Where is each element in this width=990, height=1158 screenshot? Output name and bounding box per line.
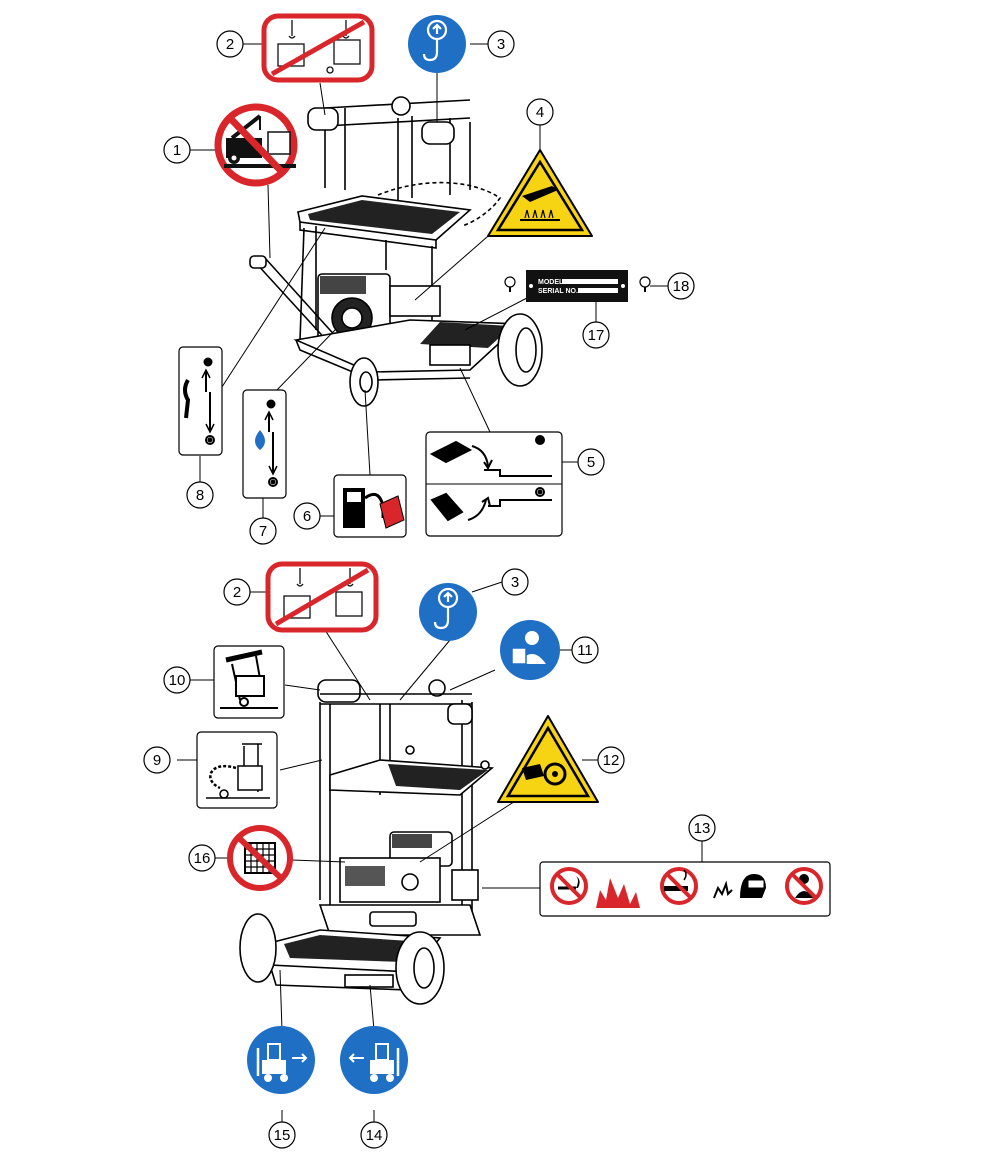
callout-8: 8 <box>196 487 204 504</box>
callout-2-bottom: 2 <box>233 584 241 601</box>
callout-9: 9 <box>153 752 161 769</box>
callout-18: 18 <box>673 278 690 295</box>
callout-15: 15 <box>274 1127 291 1144</box>
hot-surface-warning-icon <box>520 186 560 221</box>
callout-4: 4 <box>536 104 544 121</box>
tip-over-icon <box>220 649 278 709</box>
cart-bottom-view <box>239 679 495 1005</box>
callout-1: 1 <box>173 142 181 159</box>
decal-serial-nameplate: MODEL SERIAL NO. <box>504 270 651 302</box>
decal-no-tow <box>214 103 298 187</box>
fire-safety-strip-icon <box>550 867 823 908</box>
forklift-right-icon <box>256 1043 308 1082</box>
callout-14: 14 <box>366 1127 383 1144</box>
decal-tip-over <box>213 645 285 719</box>
model-label: MODEL <box>538 279 564 286</box>
callout-17: 17 <box>588 327 605 344</box>
decal-lift-point-bottom <box>419 583 477 641</box>
decal-no-step-grate <box>227 825 293 891</box>
decal-entanglement <box>497 715 599 803</box>
callout-2-top: 2 <box>226 36 234 53</box>
callout-numbers: 1 2 3 4 5 6 7 8 17 18 2 3 9 10 11 12 13 … <box>153 36 711 1144</box>
decal-fuel-valve <box>242 389 287 499</box>
decal-choke <box>178 346 223 456</box>
valve-lever-positions-icon <box>429 435 552 522</box>
callout-7: 7 <box>259 523 267 540</box>
decal-forklift-left <box>340 1026 408 1094</box>
callout-13: 13 <box>694 820 711 837</box>
leader-lines <box>177 43 703 1122</box>
decal-fuel <box>333 474 407 538</box>
callout-11: 11 <box>577 642 593 659</box>
callout-10: 10 <box>169 672 186 689</box>
callout-12: 12 <box>603 752 620 769</box>
fuel-valve-icon <box>255 399 278 487</box>
callout-3-top: 3 <box>497 36 505 53</box>
forklift-left-icon <box>348 1043 400 1082</box>
read-manual-icon <box>511 631 546 665</box>
decal-safety-strip <box>539 861 831 917</box>
serial-label: SERIAL NO. <box>538 288 578 295</box>
choke-icon <box>183 357 215 445</box>
decal-no-lift-bottom <box>265 561 379 633</box>
callouts <box>143 30 716 1149</box>
decal-chain-secure <box>196 731 278 809</box>
no-crane-lift-icon <box>283 568 363 619</box>
cart-top-view <box>249 96 543 407</box>
entanglement-warning-icon <box>522 762 567 786</box>
decal-read-manual <box>500 620 560 680</box>
decal-forklift-right <box>247 1026 315 1094</box>
callout-6: 6 <box>303 508 311 525</box>
decal-lift-point-top <box>408 15 466 73</box>
decal-no-lift-top <box>261 13 375 83</box>
no-tow-truck-icon <box>224 114 296 168</box>
callout-5: 5 <box>587 454 595 471</box>
bolt-icon <box>639 276 651 292</box>
bolt-icon <box>504 276 516 292</box>
fuel-pump-icon <box>343 488 405 529</box>
lift-hook-icon <box>433 587 459 630</box>
callout-16: 16 <box>194 850 211 867</box>
chain-secure-icon <box>206 743 270 799</box>
decal-hot-surface <box>487 149 593 237</box>
lift-hook-icon <box>422 19 448 62</box>
decal-valve-positions <box>425 431 563 537</box>
callout-3-bottom: 3 <box>511 574 519 591</box>
